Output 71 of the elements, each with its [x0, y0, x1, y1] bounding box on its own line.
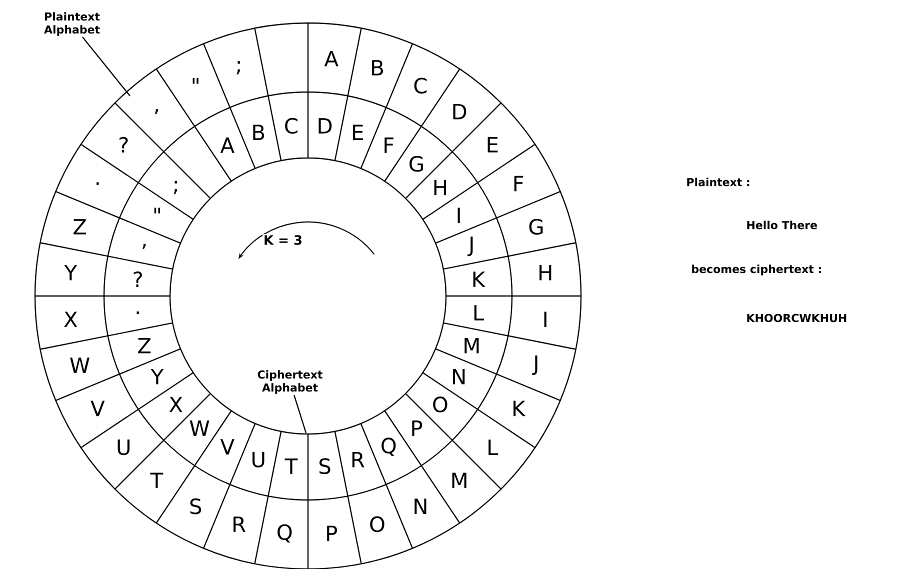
ring-letter: V: [90, 400, 105, 416]
ring-letter: A: [324, 51, 338, 66]
ring-letter: O: [370, 516, 384, 532]
ring-letter: U: [118, 440, 130, 456]
ring-letter: K: [514, 400, 526, 416]
ring-letter: .: [96, 182, 99, 185]
ring-letter: I: [544, 312, 546, 328]
ring-letter: D: [318, 118, 332, 134]
ring-letter: ?: [134, 271, 142, 288]
ring-letter: N: [453, 368, 465, 384]
ring-letter: L: [488, 440, 498, 455]
ring-letter: E: [488, 137, 498, 152]
ring-letter: R: [234, 516, 246, 532]
ring-letter: Q: [278, 524, 292, 542]
note-text: Hello There: [747, 220, 817, 230]
ring-letter: J: [467, 236, 473, 256]
ring-letter: L: [474, 305, 484, 320]
ring-letter: X: [169, 396, 182, 412]
ring-letter: T: [284, 458, 298, 474]
ring-letter: M: [464, 338, 479, 354]
ring-letter: Y: [64, 264, 78, 280]
ring-letter: O: [433, 396, 448, 412]
note-text: becomes ciphertext :: [692, 264, 821, 276]
ring-letter: M: [452, 472, 466, 488]
ring-letter: G: [529, 218, 543, 235]
ring-letter: W: [70, 358, 90, 373]
ring-letter: A: [220, 138, 234, 153]
ring-letter: C: [285, 118, 298, 134]
ring-letter: C: [414, 78, 427, 94]
ring-letter: R: [352, 452, 364, 468]
ring-letter: B: [372, 60, 383, 76]
ring-letter: Z: [138, 338, 151, 354]
ring-letter: T: [150, 472, 164, 488]
ring-letter: ,: [154, 109, 158, 114]
ring-letter: S: [190, 498, 202, 514]
ring-letter: D: [453, 104, 466, 120]
ring-letter: B: [253, 124, 264, 140]
ring-letter: V: [220, 439, 234, 454]
ring-letter: ": [154, 208, 160, 214]
ring-letter: K: [473, 272, 486, 287]
ring-letter: ": [192, 78, 198, 84]
ring-letter: G: [410, 156, 423, 172]
ring-letter: P: [412, 420, 422, 436]
ring-letter: Q: [382, 438, 396, 456]
leader-line: [294, 394, 307, 434]
ring-letter: Y: [150, 368, 164, 384]
ring-letter: ?: [120, 136, 128, 152]
ring-letter: F: [514, 176, 524, 192]
ring-letter: H: [540, 264, 552, 280]
ring-letter: I: [458, 208, 460, 224]
ring-letter: F: [384, 138, 394, 153]
ring-letter: N: [414, 498, 426, 514]
note-text: KHOORCWKHUH: [747, 314, 846, 322]
caption-label: Plaintext Alphabet: [44, 12, 100, 36]
caption-label: Ciphertext Alphabet: [258, 370, 322, 394]
ring-letter: ,: [142, 244, 146, 249]
ring-letter: .: [136, 311, 139, 314]
ring-letter: P: [327, 526, 337, 541]
note-text: Plaintext :: [687, 178, 750, 186]
ring-letter: ;: [174, 180, 177, 194]
ring-letter: E: [353, 124, 363, 140]
ring-letter: J: [532, 355, 538, 375]
ring-letter: W: [190, 420, 210, 436]
leader-line: [82, 36, 130, 96]
ring-letter: H: [434, 180, 446, 196]
ring-letter: Z: [74, 219, 86, 234]
shift-label: K = 3: [262, 234, 304, 246]
ring-letter: ;: [236, 61, 240, 74]
ring-letter: U: [252, 452, 264, 468]
ring-letter: X: [64, 312, 78, 328]
ring-letter: S: [319, 458, 330, 474]
